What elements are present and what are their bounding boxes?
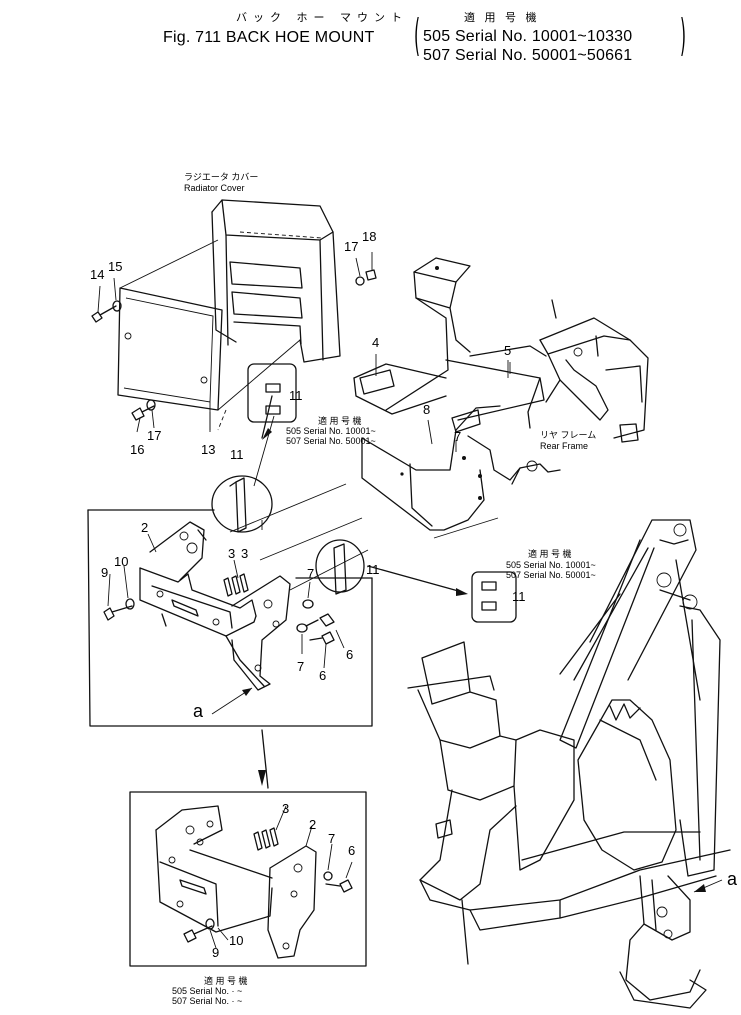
callout-15: 15 (108, 259, 123, 274)
callout-10-main: 10 (114, 554, 129, 569)
callout-11-right: 11 (366, 562, 380, 577)
callout-5: 5 (504, 343, 512, 358)
radiator-cover-drawing (211, 199, 341, 363)
callout-11-main: 11 (230, 447, 244, 462)
callout-3-detail: 3 (282, 801, 290, 816)
callout-6-main-b: 6 (346, 647, 354, 662)
callout-13: 13 (201, 442, 216, 457)
rear-frame-label: Rear Frame (540, 441, 589, 451)
callout-9-main: 9 (101, 565, 109, 580)
callout-7-main-a: 7 (307, 566, 315, 581)
callout-16: 16 (130, 442, 145, 457)
callout-11-inset-2: 11 (512, 589, 526, 604)
open-paren: ( (414, 10, 421, 61)
callout-7-main-b: 7 (297, 659, 305, 674)
wear-pads-part-11 (211, 363, 517, 623)
applicability-1-507: 507 Serial No. 50001~ (286, 436, 376, 446)
rear-frame-drawing (353, 257, 649, 531)
callout-14: 14 (90, 267, 105, 282)
callout-17-top: 17 (344, 239, 359, 254)
title-kana: バック ホー マウント (236, 11, 408, 24)
close-paren: ) (680, 10, 687, 61)
applicability-1-heading: 適 用 号 機 (318, 416, 362, 426)
view-arrow-a-label: a (193, 701, 204, 721)
view-arrow-a-label-2: a (727, 869, 738, 889)
applicability-3-heading: 適 用 号 機 (204, 976, 248, 986)
callout-10-detail: 10 (229, 933, 244, 948)
applicability-2-heading: 適 用 号 機 (528, 549, 572, 559)
radiator-cover-label: Radiator Cover (184, 183, 245, 193)
serial-range-507: 507 Serial No. 50001~50661 (423, 47, 633, 64)
applicability-heading: 適 用 号 機 (464, 11, 540, 24)
callout-6-detail: 6 (348, 843, 356, 858)
detail-mount-bracket (155, 805, 353, 959)
callout-7-frame: 7 (454, 429, 462, 444)
detail-view-box (129, 729, 367, 967)
callout-18: 18 (362, 229, 377, 244)
applicability-1-505: 505 Serial No. 10001~ (286, 426, 376, 436)
assembly-lines (217, 409, 499, 591)
applicability-2-507: 507 Serial No. 50001~ (506, 570, 596, 580)
callout-2-detail: 2 (309, 817, 317, 832)
callout-7-detail: 7 (328, 831, 336, 846)
callout-2-main: 2 (141, 520, 149, 535)
callout-17-bottom: 17 (147, 428, 162, 443)
radiator-bolts (91, 269, 377, 421)
applicability-3-505: 505 Serial No. · ~ (172, 986, 243, 996)
callout-11-inset-1: 11 (289, 388, 303, 403)
callout-9-detail: 9 (212, 945, 220, 960)
backhoe-machine-drawing (407, 519, 731, 1009)
mount-bracket-part-2 (103, 521, 335, 715)
callout-3-main-b: 3 (241, 546, 249, 561)
main-view-box (87, 509, 373, 727)
figure-title: Fig. 711 BACK HOE MOUNT (163, 29, 375, 46)
radiator-panel-part-13 (117, 239, 301, 432)
callout-8: 8 (423, 402, 431, 417)
callout-3-main-a: 3 (228, 546, 236, 561)
callout-leaders (97, 252, 509, 949)
callout-6-main-a: 6 (319, 668, 327, 683)
applicability-2-505: 505 Serial No. 10001~ (506, 560, 596, 570)
callout-4: 4 (372, 335, 380, 350)
rear-frame-label-jp: リヤ フレーム (540, 430, 597, 440)
applicability-3-507: 507 Serial No. · ~ (172, 996, 243, 1006)
serial-range-505: 505 Serial No. 10001~10330 (423, 28, 633, 45)
radiator-cover-label-jp: ラジエータ カバー (184, 172, 259, 182)
